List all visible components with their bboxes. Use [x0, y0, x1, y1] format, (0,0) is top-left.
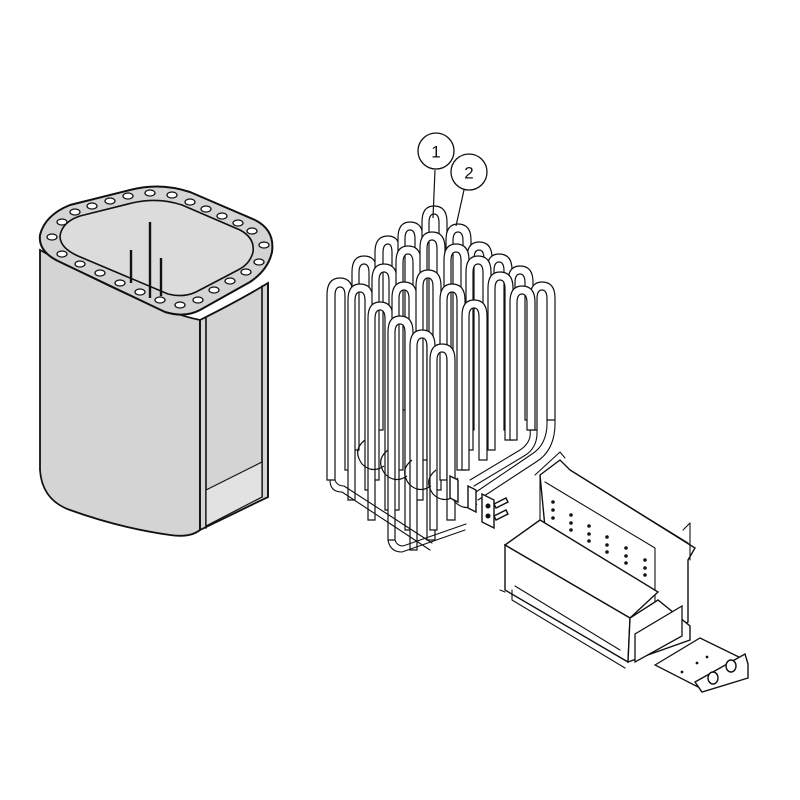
base-housing — [499, 451, 696, 669]
callout-1: 1 — [417, 132, 455, 219]
callout-1-label: 1 — [431, 143, 440, 162]
control-plate — [653, 637, 749, 693]
control-hole-1 — [707, 671, 719, 685]
control-hole-2 — [725, 659, 737, 673]
callout-2-label: 2 — [464, 164, 473, 183]
stone-casing — [38, 185, 274, 537]
heating-elements — [326, 205, 556, 553]
callout-2: 2 — [450, 153, 488, 227]
